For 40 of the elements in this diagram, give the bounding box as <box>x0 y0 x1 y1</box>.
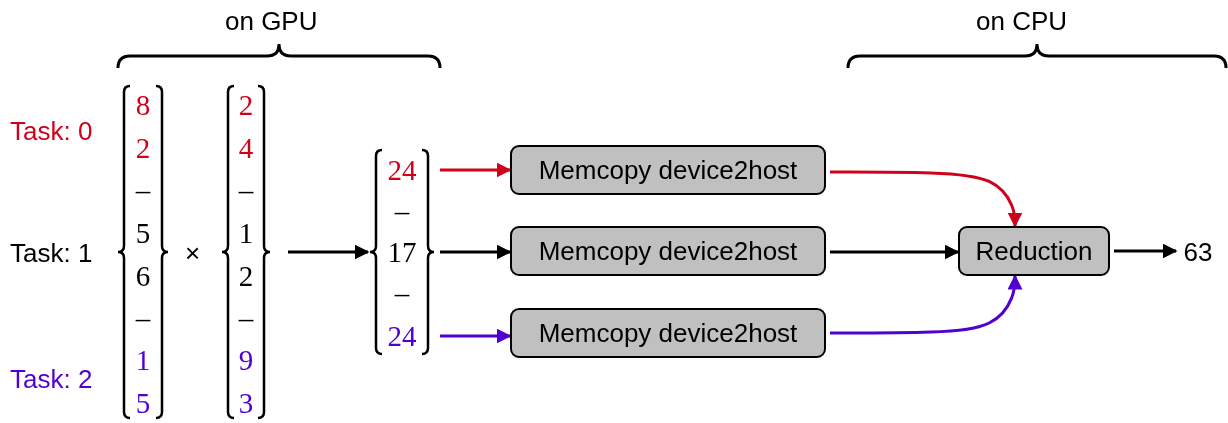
arrow <box>288 244 370 260</box>
task-label: Task: 0 <box>10 118 93 144</box>
process-box: Memcopy device2host <box>510 226 826 276</box>
vector-entry: – <box>394 196 410 226</box>
vector-entry: – <box>238 175 254 205</box>
vector-entry: 8 <box>135 90 151 120</box>
vector-entry: – <box>238 303 254 333</box>
multiply-sign: × <box>185 240 201 266</box>
task-label: Task: 1 <box>10 240 93 266</box>
vector-entry: – <box>135 175 151 205</box>
vector-entry: – <box>394 278 410 308</box>
process-box: Reduction <box>958 226 1110 276</box>
vector-entry: 5 <box>135 218 151 248</box>
process-box: Memcopy device2host <box>510 145 826 195</box>
vector-entry: 24 <box>387 155 417 185</box>
arrow <box>440 328 512 344</box>
arrow <box>440 244 512 260</box>
group-heading: on CPU <box>976 8 1068 34</box>
arrow <box>830 244 960 260</box>
arrow <box>1114 243 1178 259</box>
vector-entry: 4 <box>238 133 254 163</box>
result-value: 63 <box>1176 236 1220 268</box>
vector-entry: 17 <box>387 237 417 267</box>
vector-entry: 5 <box>135 388 151 418</box>
vector-entry: 2 <box>135 133 151 163</box>
group-heading: on GPU <box>225 8 318 34</box>
vector-entry: 1 <box>135 345 151 375</box>
process-box: Memcopy device2host <box>510 308 826 358</box>
vector-entry: 2 <box>238 261 254 291</box>
vector-entry: 1 <box>238 218 254 248</box>
vector-entry: 9 <box>238 345 254 375</box>
vector-entry: 6 <box>135 261 151 291</box>
vector-entry: 2 <box>238 90 254 120</box>
arrow <box>830 170 1023 228</box>
task-label: Task: 2 <box>10 366 93 392</box>
vector-entry: 3 <box>238 388 254 418</box>
arrow <box>830 274 1023 335</box>
vector-entry: – <box>135 303 151 333</box>
vector-entry: 24 <box>387 321 417 351</box>
arrow <box>440 162 512 178</box>
